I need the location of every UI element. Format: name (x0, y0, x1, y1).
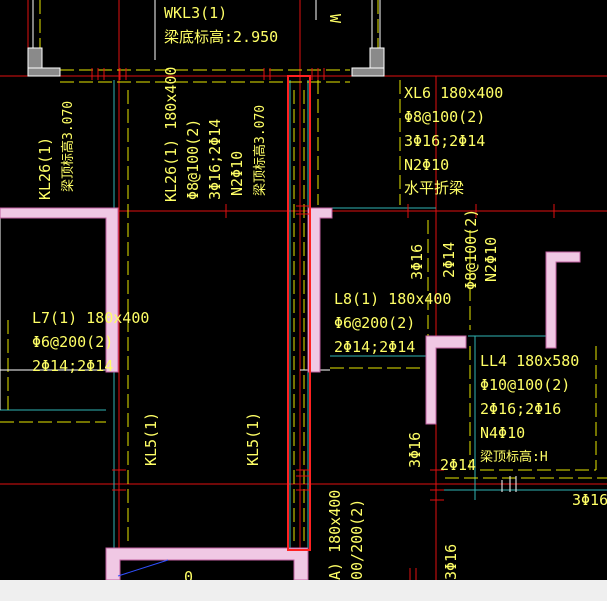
wall-right-lower (425, 335, 467, 425)
label-l8-3: 2Φ14;2Φ14 (334, 338, 415, 356)
wall-bottom (105, 547, 309, 580)
label-xl6-4: N2Φ10 (404, 156, 449, 174)
annotations: WKL3(1) 梁底标高:2.950 W XL6 180x400 Φ8@100(… (32, 4, 607, 580)
tick-marks (91, 68, 555, 580)
label-n2: N2Φ10 (482, 237, 500, 282)
column (351, 67, 385, 77)
label-ll4-2: Φ10@100(2) (480, 376, 570, 394)
label-3f16-right: 3Φ16 (572, 491, 607, 509)
label-l7-3: 2Φ14;2Φ14 (32, 357, 113, 375)
label-2f14: 2Φ14 (440, 242, 458, 278)
label-bottom-a2: 00/200(2) (348, 499, 366, 580)
selected-beam-highlight[interactable] (287, 75, 311, 551)
label-ll4-5: 梁顶标高:H (480, 449, 548, 465)
label-f8: Φ8@100(2) (462, 209, 480, 290)
label-l8-2: Φ6@200(2) (334, 314, 415, 332)
label-kl26b-5: 梁顶标高3.070 (252, 105, 268, 196)
label-kl26b-1: KL26(1) 180x400 (162, 67, 180, 202)
wall-right-upper (545, 251, 581, 349)
status-bar (0, 580, 607, 601)
wall-left (0, 207, 119, 373)
cad-drawing: WKL3(1) 梁底标高:2.950 W XL6 180x400 Φ8@100(… (0, 0, 607, 580)
label-kl26b-3: 3Φ16;2Φ14 (206, 119, 224, 200)
label-bottom-zero: 0 (184, 568, 193, 580)
walls (0, 207, 581, 580)
label-kl26b-2: Φ8@100(2) (184, 119, 202, 200)
label-ll4-1: LL4 180x580 (480, 352, 579, 370)
label-wkl3-elev: 梁底标高:2.950 (164, 28, 278, 46)
label-kl26b-4: N2Φ10 (228, 151, 246, 196)
label-kl26a-2: 梁顶标高3.070 (60, 101, 76, 192)
drawing-canvas[interactable]: WKL3(1) 梁底标高:2.950 W XL6 180x400 Φ8@100(… (0, 0, 607, 580)
diagonal-line (117, 559, 169, 577)
label-bottom-a1: A) 180x400 (326, 490, 344, 580)
label-ll4-3: 2Φ16;2Φ16 (480, 400, 561, 418)
label-kl5b: KL5(1) (244, 412, 262, 466)
label-l8-1: L8(1) 180x400 (334, 290, 451, 308)
label-xl6-1: XL6 180x400 (404, 84, 503, 102)
columns (27, 47, 385, 77)
wall-mid (307, 207, 333, 373)
label-top-w: W (326, 14, 344, 24)
label-xl6-3: 3Φ16;2Φ14 (404, 132, 485, 150)
label-kl26a-1: KL26(1) (36, 137, 54, 200)
label-2f14-h: 2Φ14 (440, 456, 476, 474)
label-wkl3: WKL3(1) (164, 4, 227, 22)
label-xl6-5: 水平折梁 (404, 179, 464, 197)
label-bottom-3f16: 3Φ16 (442, 544, 460, 580)
label-kl5a: KL5(1) (142, 412, 160, 466)
label-l7-1: L7(1) 180x400 (32, 309, 149, 327)
label-ll4-4: N4Φ10 (480, 424, 525, 442)
column (27, 67, 61, 77)
label-xl6-2: Φ8@100(2) (404, 108, 485, 126)
label-3f16-b: 3Φ16 (406, 432, 424, 468)
label-l7-2: Φ6@200(2) (32, 333, 113, 351)
label-3f16-a: 3Φ16 (408, 244, 426, 280)
